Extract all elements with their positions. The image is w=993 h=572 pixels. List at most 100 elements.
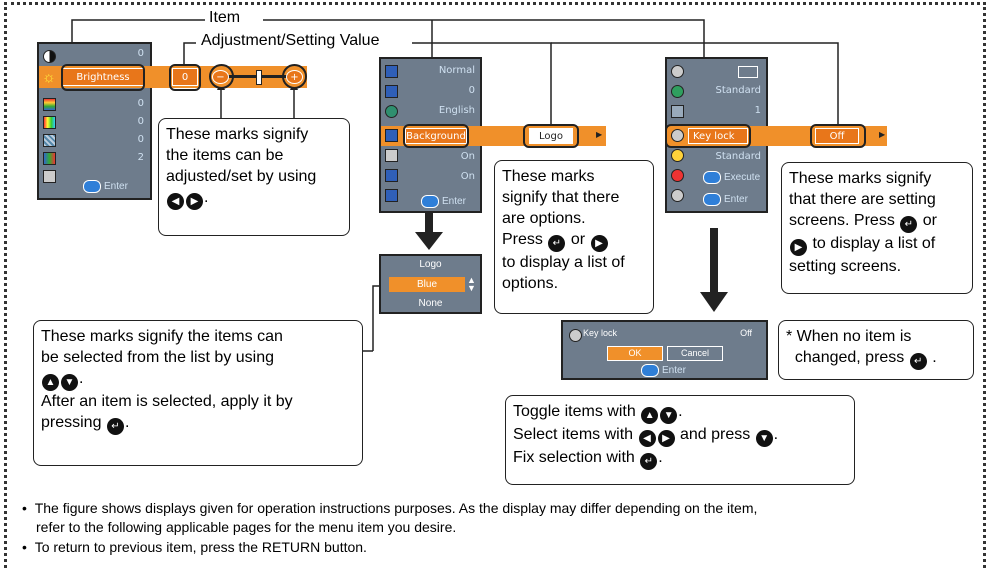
value-auto: On <box>460 151 475 162</box>
enter-icon <box>83 180 101 193</box>
row-lamp <box>385 187 398 204</box>
row-sharpness <box>43 132 56 149</box>
cancel-button[interactable]: Cancel <box>667 346 723 361</box>
color-temp-icon <box>43 152 56 165</box>
enter-icon <box>703 193 721 206</box>
row-screen <box>385 63 398 80</box>
enter-button-icon: ↵ <box>106 418 124 435</box>
value-sharpness: 0 <box>137 134 144 145</box>
screen-icon <box>385 65 398 78</box>
display-icon <box>738 66 758 78</box>
background-item[interactable]: Background <box>405 128 467 144</box>
updown-icon: ▲▼ <box>467 275 476 293</box>
value-link: 1 <box>754 105 761 116</box>
enter-button-icon: ↵ <box>548 235 566 252</box>
enter-hint: Enter <box>421 195 466 208</box>
highlight-off <box>810 124 866 148</box>
option-logo[interactable]: Logo <box>419 259 442 270</box>
note-figure: • The figure shows displays given for op… <box>22 500 758 516</box>
link-icon <box>671 105 684 118</box>
value-color: 0 <box>137 98 144 109</box>
right-button-icon: ▶ <box>790 239 807 256</box>
keylock-dialog: Key lock Off OK Cancel Enter <box>561 320 768 380</box>
keystone-icon <box>385 85 398 98</box>
highlight-logo <box>523 124 579 148</box>
option-blue[interactable]: Blue <box>389 277 465 292</box>
row-keystone <box>385 83 398 100</box>
row-reset <box>671 167 684 184</box>
keylock-icon <box>671 129 684 142</box>
right-button-icon: ▶ <box>657 430 675 447</box>
row-language <box>385 103 398 120</box>
ok-button[interactable]: OK <box>607 346 663 361</box>
row-lamp-mode <box>671 147 684 164</box>
enter-button-icon: ↵ <box>640 453 658 470</box>
keylock-dialog-value: Off <box>740 328 752 338</box>
up-button-icon: ▲ <box>641 407 659 424</box>
callout-adjust: These marks signify the items can be adj… <box>158 118 350 236</box>
lamp-icon <box>385 189 398 202</box>
highlight-background <box>403 124 469 148</box>
option-none[interactable]: None <box>418 298 443 309</box>
value-fan: Standard <box>715 85 762 96</box>
value-color-temp: 2 <box>137 152 144 163</box>
fan-icon <box>671 85 684 98</box>
keylock-dialog-label: Key lock <box>583 328 618 338</box>
brightness-value[interactable]: 0 <box>172 68 198 86</box>
down-button-icon: ▼ <box>61 374 78 391</box>
value-lamp-mode: Standard <box>715 151 762 162</box>
highlight-brightness-value <box>169 64 201 91</box>
balloon-icon <box>671 65 684 78</box>
row-memory <box>43 168 56 185</box>
value-language: English <box>438 105 475 116</box>
enter-hint: Enter <box>83 180 128 193</box>
item-label: Item <box>207 9 243 27</box>
tint-icon <box>43 116 56 129</box>
left-button-icon: ◀ <box>167 193 184 210</box>
memory-icon <box>43 170 56 183</box>
auto-icon <box>385 149 398 162</box>
note-figure-cont: refer to the following applicable pages … <box>36 519 457 535</box>
highlight-keylock <box>665 124 751 148</box>
adjust-slider-thumb[interactable] <box>256 70 262 85</box>
enter-button-icon: ↵ <box>909 353 927 370</box>
right-button-icon: ▶ <box>590 235 608 252</box>
row-link <box>671 103 684 120</box>
background-value[interactable]: Logo <box>529 128 573 144</box>
row-auto <box>385 147 398 164</box>
callout-settings: These marks signify that there are setti… <box>781 162 973 294</box>
options-arrow-icon: ▶ <box>879 130 886 139</box>
row-contrast <box>43 48 56 65</box>
row-advanced <box>671 187 684 204</box>
row-start <box>385 167 398 184</box>
value-screen: Normal <box>438 65 475 76</box>
row-menu-position <box>671 63 684 80</box>
enter-icon <box>703 171 721 184</box>
globe-icon <box>385 105 398 118</box>
diagram-frame <box>4 2 986 568</box>
contrast-icon <box>43 50 56 63</box>
callout-toggle: Toggle items with ▲▼. Select items with … <box>505 395 855 485</box>
keylock-item[interactable]: Key lock <box>688 128 748 144</box>
reset-icon <box>671 169 684 182</box>
keylock-value[interactable]: Off <box>815 128 859 144</box>
callout-options: These marks signify that there are optio… <box>494 160 654 314</box>
row-fan <box>671 83 684 100</box>
execute-hint: Execute <box>703 171 760 184</box>
down-button-icon: ▼ <box>755 430 773 447</box>
callout-list-select: These marks signify the items can be sel… <box>33 320 363 466</box>
note-return: • To return to previous item, press the … <box>22 539 367 555</box>
row-color <box>43 96 56 113</box>
down-button-icon: ▼ <box>660 407 678 424</box>
highlight-plus <box>282 64 307 89</box>
enter-hint: Enter <box>703 193 748 206</box>
callout-no-change: * When no item is changed, press ↵ . <box>778 320 974 380</box>
option-list: Logo Blue ▲▼ None <box>379 254 482 314</box>
options-arrow-icon: ▶ <box>596 130 603 139</box>
start-icon <box>385 169 398 182</box>
up-button-icon: ▲ <box>42 374 59 391</box>
advanced-icon <box>671 189 684 202</box>
sun-icon: ☼ <box>42 69 56 86</box>
enter-hint: Enter <box>641 364 686 377</box>
enter-button-icon: ↵ <box>900 216 918 233</box>
